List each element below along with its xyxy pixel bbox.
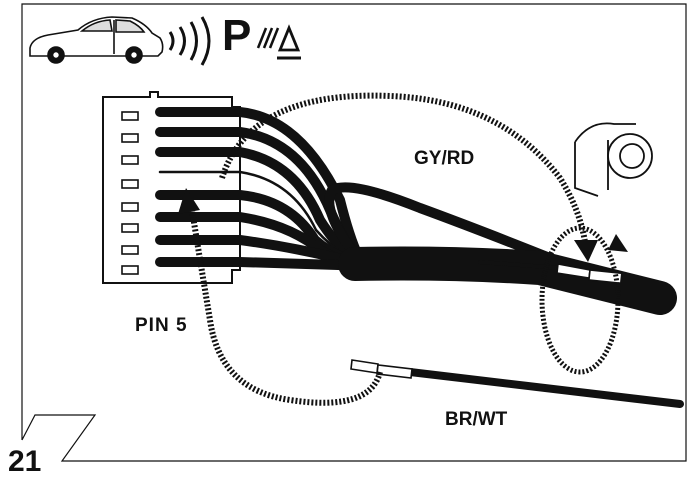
tape-roll-icon xyxy=(574,122,653,197)
frame xyxy=(21,3,687,462)
signal-waves-icon xyxy=(168,16,211,66)
pin-5-label: PIN 5 xyxy=(135,315,188,336)
figure-number: 21 xyxy=(8,445,42,478)
connector xyxy=(102,91,241,284)
gy-rd-route-arrow xyxy=(219,92,588,243)
gy-rd-label: GY/RD xyxy=(414,148,475,169)
tape-wrap-arrowhead xyxy=(608,234,628,252)
pin5-route-arrow xyxy=(189,209,383,406)
gy-rd-terminal xyxy=(556,263,623,285)
wire-bundle xyxy=(155,107,677,315)
tape-wrap-arrow xyxy=(539,225,621,375)
pin5-arrowhead xyxy=(178,188,200,214)
gy-rd-arrowhead xyxy=(574,240,598,262)
parking-sensor-icon xyxy=(256,24,301,60)
br-wt-label: BR/WT xyxy=(445,409,508,430)
car-icon xyxy=(29,16,164,64)
parking-p-letter: P xyxy=(222,11,252,60)
br-wt-wire xyxy=(350,359,684,408)
connector-pin-slots xyxy=(121,111,139,275)
